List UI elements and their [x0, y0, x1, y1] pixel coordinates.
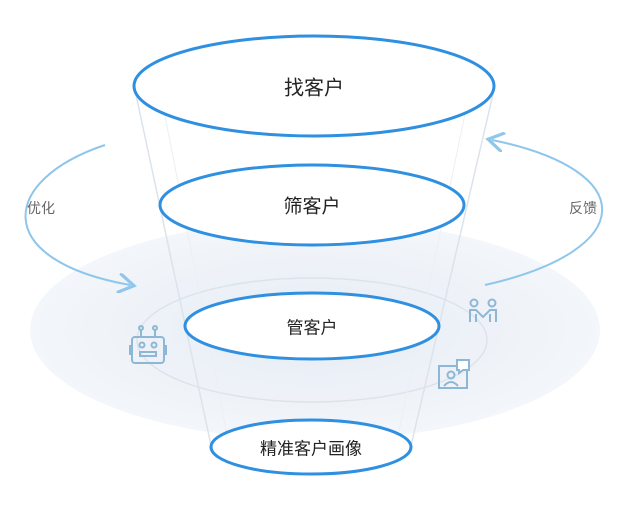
handshake-icon	[469, 298, 497, 322]
feedback-arrow	[484, 140, 604, 286]
funnel-left-edge	[134, 89, 213, 451]
stage-label-manage: 管客户	[286, 318, 338, 339]
optimize-arrow	[24, 144, 130, 285]
funnel-right-edge	[409, 89, 495, 451]
stage-label-find: 找客户	[284, 75, 344, 100]
stage-label-profile: 精准客户画像	[260, 439, 362, 460]
stage-ring-3	[183, 291, 441, 361]
orbit-ring	[136, 277, 488, 403]
stage-label-filter: 筛客户	[283, 195, 341, 218]
profile-chat-icon	[438, 359, 470, 389]
optimize-label: 优化	[27, 201, 55, 217]
robot-icon	[129, 325, 167, 364]
stage-ring-4	[209, 418, 413, 476]
stage-ring-2	[158, 163, 466, 247]
feedback-label: 反馈	[569, 201, 597, 217]
stage-ring-1	[132, 34, 496, 138]
